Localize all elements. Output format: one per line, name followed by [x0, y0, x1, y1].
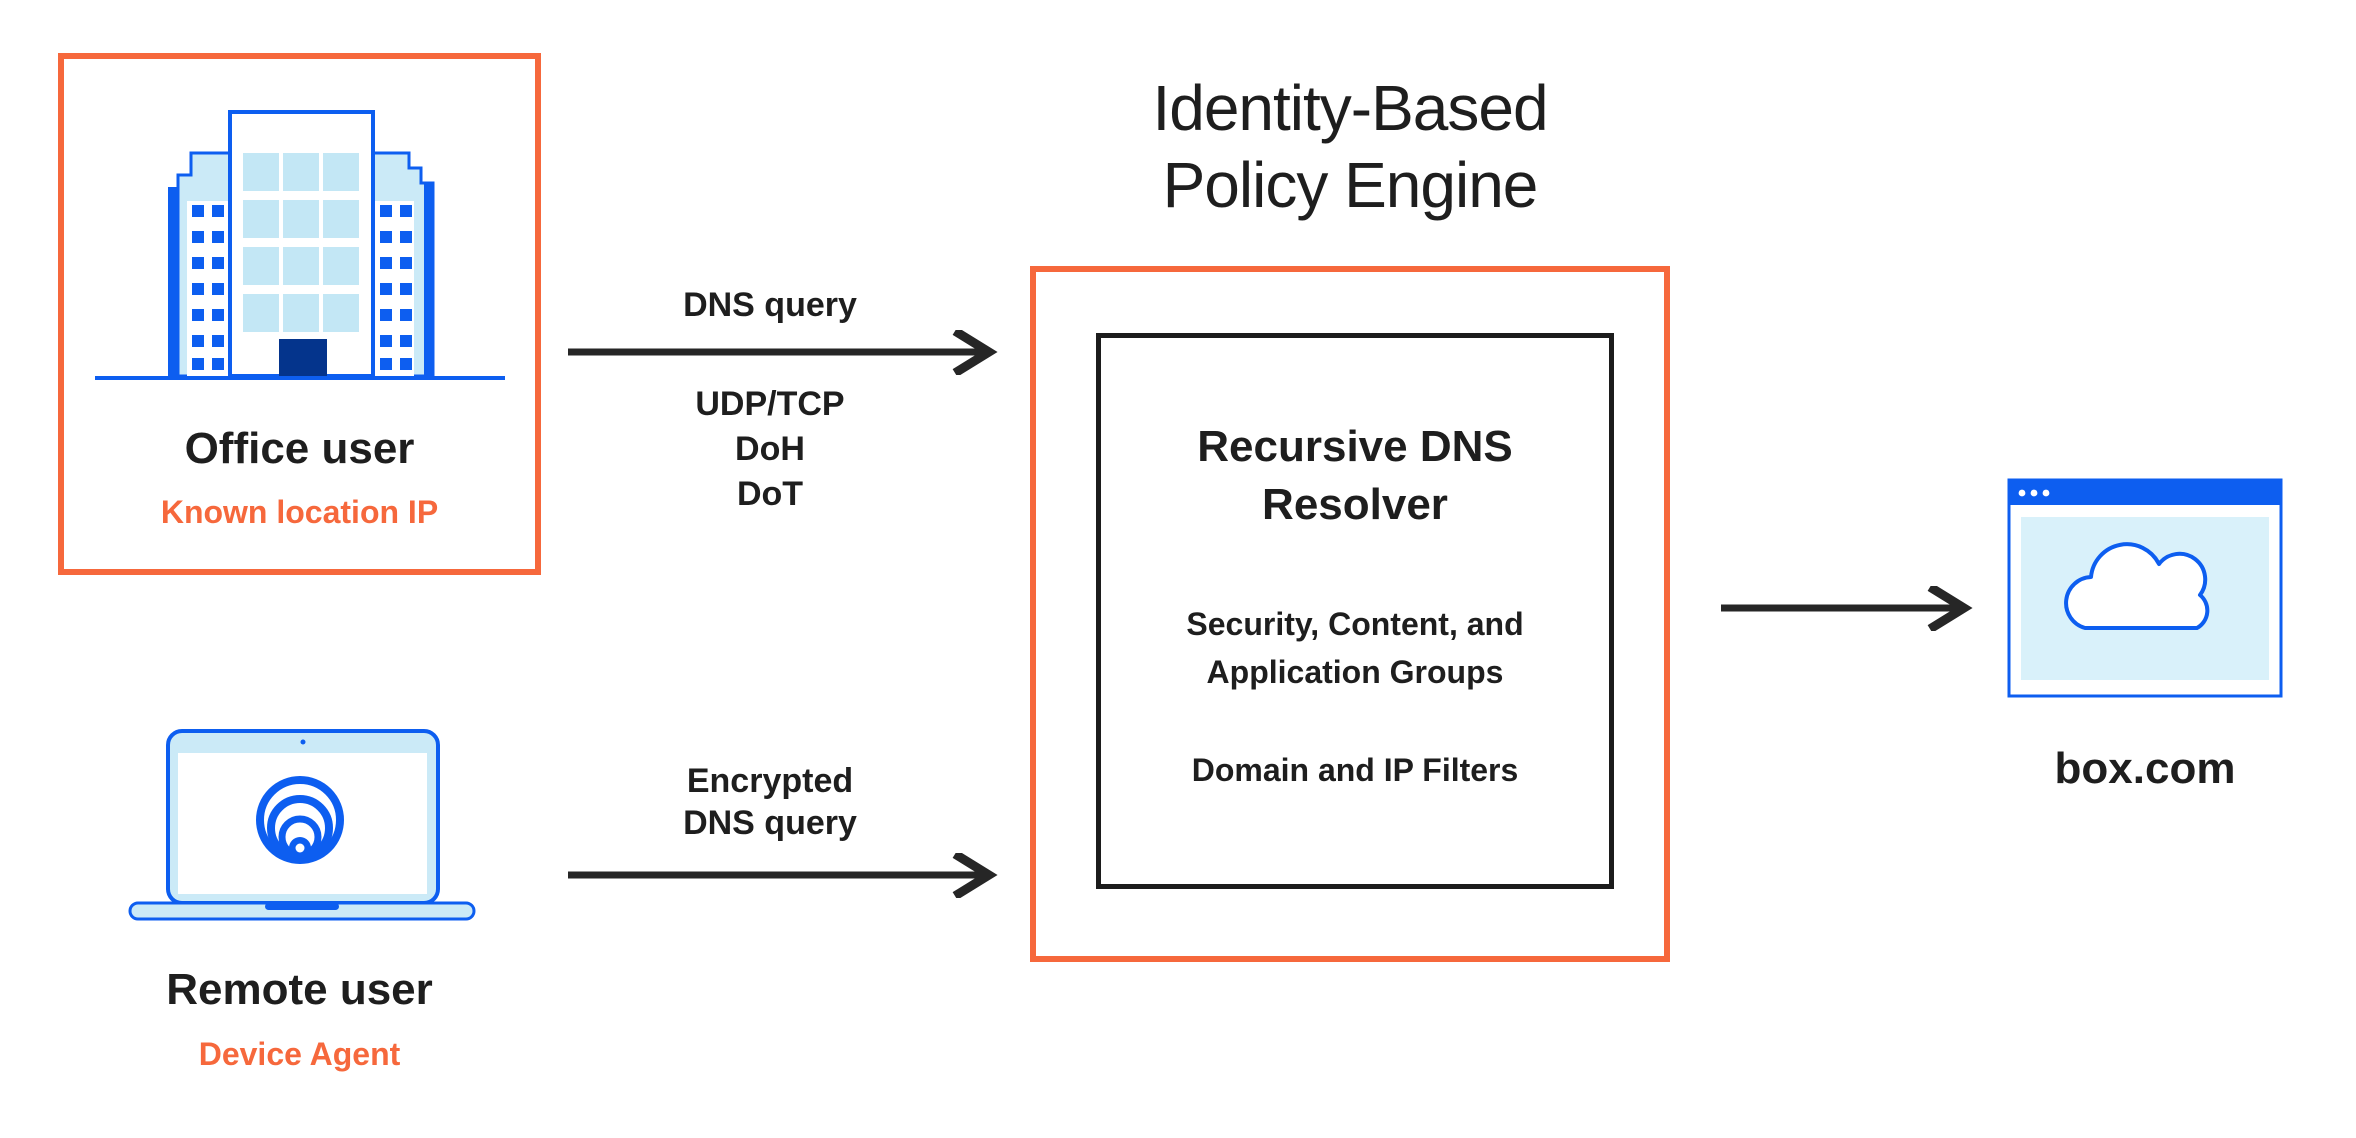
office-user-box: [58, 53, 541, 575]
destination-label: box.com: [2054, 744, 2236, 793]
arrow-right-icon: [568, 330, 998, 375]
office-user-subtitle: Known location IP: [160, 494, 439, 530]
protocol-doh: DoH: [735, 430, 805, 468]
building-door: [279, 339, 327, 376]
agent-logo-icon: [256, 776, 344, 864]
office-user-title: Office user: [184, 424, 415, 473]
arrow-right-icon: [568, 853, 998, 898]
webcam-dot: [300, 739, 306, 745]
protocol-dot: DoT: [736, 475, 804, 513]
resolver-filters: Domain and IP Filters: [1191, 752, 1519, 788]
policy-engine-box: [1030, 266, 1670, 962]
dns-query-label: DNS query: [683, 286, 857, 324]
heading-line-1: Identity-Based: [1152, 72, 1548, 144]
office-building-icon: [95, 110, 505, 380]
browser-dots: [2018, 489, 2050, 497]
recursive-resolver-box: Recursive DNS Resolver Security, Content…: [1096, 333, 1614, 889]
resolver-groups: Security, Content, and Application Group…: [1186, 606, 1524, 690]
remote-user-title: Remote user: [166, 965, 433, 1014]
diagram-heading: Identity-Based Policy Engine: [1010, 70, 1690, 224]
protocol-udp-tcp: UDP/TCP: [695, 385, 845, 423]
dns-protocols: UDP/TCP DoH DoT: [570, 382, 970, 517]
arrow-right-icon: [1721, 586, 1973, 631]
heading-line-2: Policy Engine: [1162, 149, 1539, 221]
cloud-icon: [2064, 542, 2210, 630]
laptop-icon: [128, 729, 476, 921]
browser-window-icon: [2007, 478, 2283, 698]
encrypted-dns-label: Encrypted DNS query: [683, 762, 857, 842]
resolver-title: Recursive DNS Resolver: [1197, 422, 1513, 529]
remote-user-subtitle: Device Agent: [198, 1036, 401, 1072]
